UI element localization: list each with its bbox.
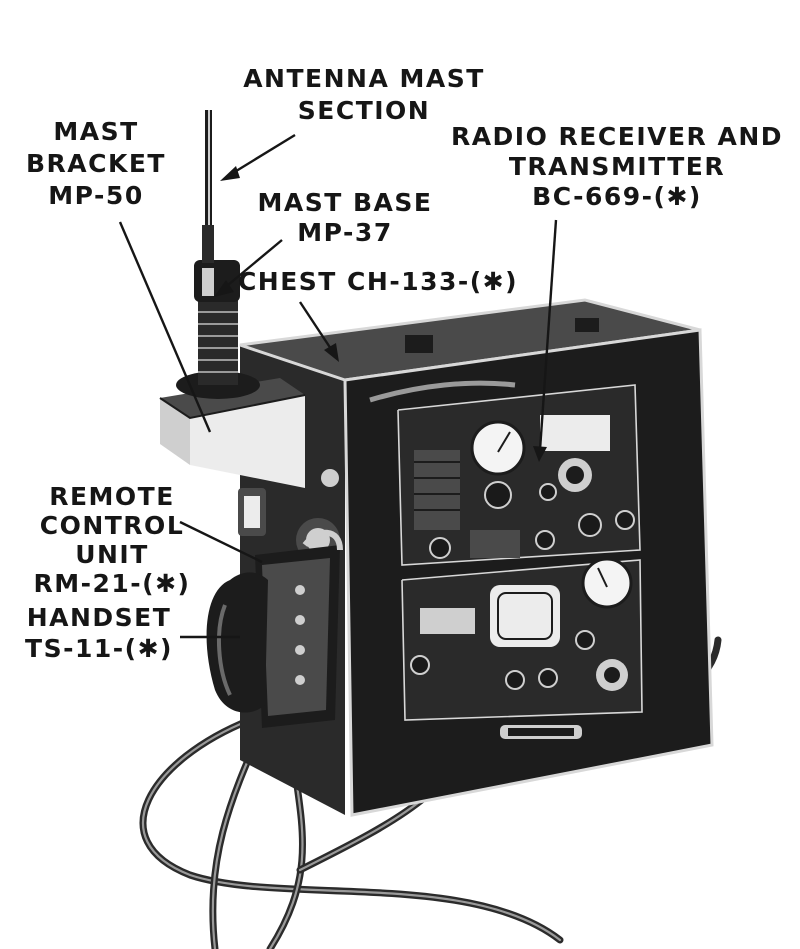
label-line: REMOTE (49, 482, 175, 511)
label-mast-base: MAST BASE MP-37 (258, 188, 433, 247)
speaker-window (490, 585, 560, 647)
label-line: TS-11-(✱) (25, 634, 173, 663)
label-line: TRANSMITTER (509, 152, 725, 181)
vent-grille (414, 450, 460, 530)
label-line: MP-37 (297, 218, 392, 247)
label-line: CONTROL (40, 511, 185, 540)
label-line: UNIT (75, 540, 149, 569)
label-line: ANTENNA MAST (243, 64, 485, 93)
label-chest: CHEST CH-133-(✱) (238, 267, 518, 296)
label-radio-receiver-transmitter: RADIO RECEIVER AND TRANSMITTER BC-669-(✱… (451, 122, 783, 211)
meter-lower (581, 557, 633, 609)
remote-control-unit-rm-21 (255, 529, 343, 728)
handset-ts-11 (206, 572, 268, 713)
label-line: BC-669-(✱) (532, 182, 702, 211)
label-line: MAST BASE (258, 188, 433, 217)
label-line: CHEST CH-133-(✱) (238, 267, 518, 296)
label-line: RADIO RECEIVER AND (451, 122, 783, 151)
mast-base-mp-37 (176, 260, 260, 399)
leader-lines (118, 133, 558, 639)
meter-upper (470, 420, 526, 476)
frequency-window (540, 415, 610, 451)
antenna-mast-section (202, 110, 214, 263)
label-line: HANDSET (27, 603, 172, 632)
label-mast-bracket: MAST BRACKET MP-50 (26, 117, 166, 210)
label-line: RM-21-(✱) (34, 569, 191, 598)
label-antenna-mast-section: ANTENNA MAST SECTION (243, 64, 485, 125)
label-line: SECTION (298, 96, 430, 125)
label-line: MP-50 (48, 181, 143, 210)
radio-receiver-transmitter-bc-669 (369, 380, 643, 739)
label-remote-control-unit: REMOTE CONTROL UNIT RM-21-(✱) (34, 482, 191, 598)
label-line: BRACKET (26, 149, 166, 178)
label-handset: HANDSET TS-11-(✱) (25, 603, 173, 663)
label-line: MAST (53, 117, 138, 146)
